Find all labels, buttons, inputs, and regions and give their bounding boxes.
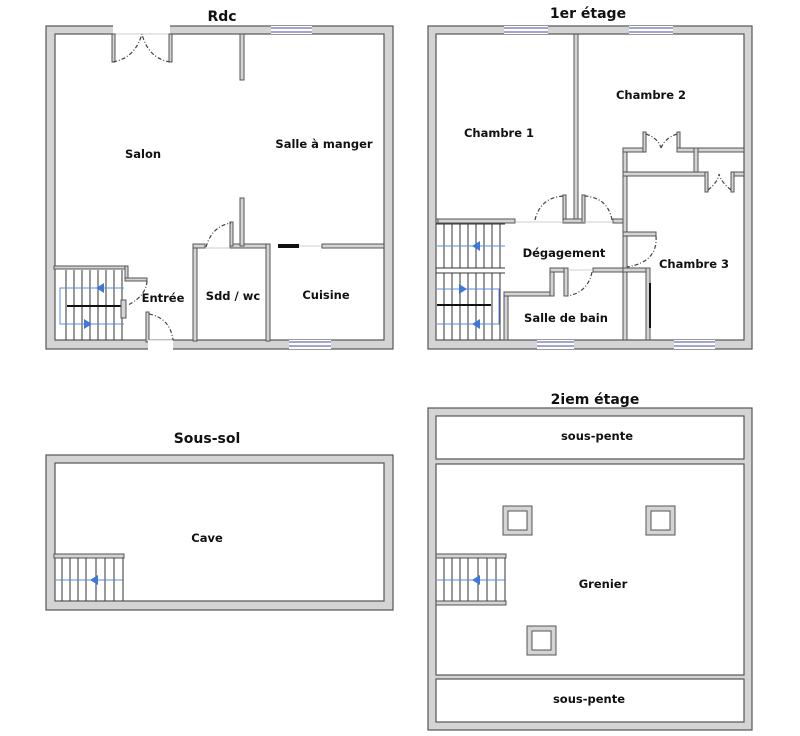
interior <box>54 33 385 341</box>
room-label-chambre3: Chambre 3 <box>659 257 729 271</box>
staircase <box>437 558 506 601</box>
room-label-sdd-wc: Sdd / wc <box>206 289 261 303</box>
room-label-entree: Entrée <box>142 291 185 305</box>
room-label-salle-de-bain: Salle de bain <box>524 311 608 325</box>
room-label-cave: Cave <box>191 531 223 545</box>
staircase <box>59 270 127 340</box>
floor-title-sous-sol: Sous-sol <box>174 431 241 447</box>
plan-sous-sol: Sous-sol Cave <box>45 431 394 611</box>
room-label-grenier: Grenier <box>579 577 628 591</box>
plan-1er-etage: 1er étage <box>427 6 753 350</box>
room-label-salon: Salon <box>125 147 161 161</box>
staircase <box>56 558 124 601</box>
staircase <box>436 223 505 340</box>
floor-title-1er-etage: 1er étage <box>550 6 626 22</box>
floor-title-rdc: Rdc <box>207 9 236 25</box>
room-label-cuisine: Cuisine <box>302 288 350 302</box>
room-label-sous-pente-top: sous-pente <box>561 429 633 443</box>
room-label-salle-a-manger: Salle à manger <box>275 137 372 151</box>
room-label-sous-pente-bottom: sous-pente <box>553 692 625 706</box>
door-icon <box>112 33 143 63</box>
plan-2iem-etage: 2iem étage sous-pente Grenier sous-pen <box>427 392 753 731</box>
plan-rdc: Rdc <box>45 9 394 350</box>
room-label-chambre1: Chambre 1 <box>464 126 534 140</box>
room-label-chambre2: Chambre 2 <box>616 88 686 102</box>
arrow-icon <box>96 283 104 293</box>
room-label-degagement: Dégagement <box>523 246 606 260</box>
floor-title-2iem-etage: 2iem étage <box>551 392 640 408</box>
